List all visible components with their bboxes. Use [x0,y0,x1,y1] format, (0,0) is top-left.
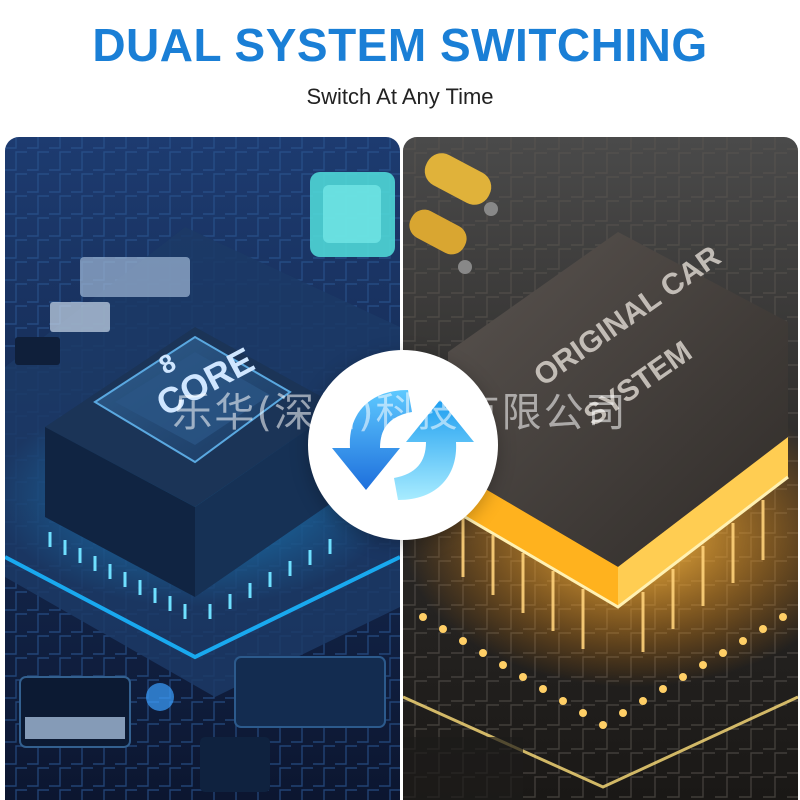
switch-badge[interactable] [308,350,498,540]
orange-circuit-board-image: ORIGINAL CAR SYSTEM [403,137,798,800]
page-title: DUAL SYSTEM SWITCHING [92,19,708,71]
sync-arrows-icon [332,390,474,500]
page-subtitle: Switch At Any Time [306,84,494,109]
original-car-system-panel: ORIGINAL CAR SYSTEM [403,137,798,800]
